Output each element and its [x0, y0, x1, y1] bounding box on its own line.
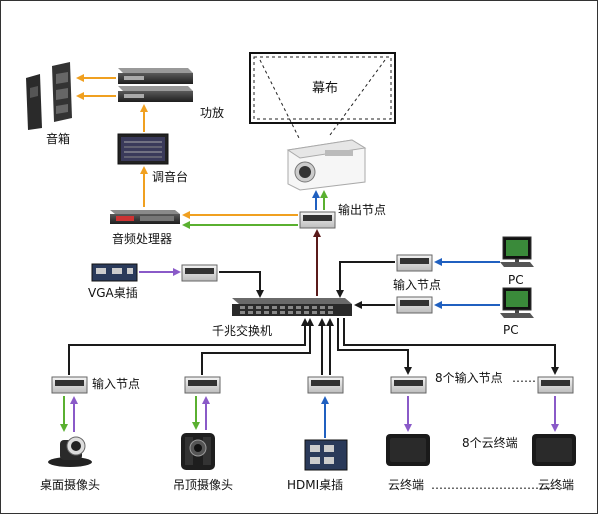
hdmi-desk-icon [304, 439, 348, 471]
input-node-left-label: 输入节点 [92, 376, 140, 391]
cloud-terminal-2-label: 云终端 [538, 477, 574, 492]
cloud-terminal-1-icon [386, 434, 430, 466]
eight-cloud-terminals-label: 8个云终端 [462, 435, 518, 450]
vga-node-to-switch [219, 271, 264, 298]
pc2-label: PC [503, 323, 519, 337]
audio-processor-icon [110, 210, 180, 224]
ceiling-camera-icon [181, 433, 215, 470]
ceiling-cam-node-to-switch [201, 318, 314, 375]
mixer-icon [117, 133, 169, 165]
vga-node-icon [181, 264, 218, 282]
input-node-ceiling-camera-icon [184, 376, 221, 394]
input-node-desk-camera-icon [51, 376, 88, 394]
pc2-icon [500, 287, 534, 318]
cloud-terminal-1-label: 云终端 [388, 477, 424, 492]
desk-camera-icon [48, 436, 92, 467]
desk-cam-node-to-switch [68, 318, 309, 375]
pc1-node-to-switch [336, 261, 395, 298]
output-node-icon [299, 211, 336, 229]
dots-terminals: …………………………… [431, 478, 563, 492]
pc1-label: PC [508, 273, 524, 287]
input-node-top-label: 输入节点 [393, 277, 441, 292]
amplifier-label: 功放 [200, 105, 224, 120]
pc1-icon [500, 236, 534, 267]
amplifier-icon [118, 68, 193, 102]
projector-icon [286, 139, 367, 191]
speakers-label: 音箱 [46, 131, 70, 146]
switch-to-cloud1-node [337, 318, 412, 375]
output-node-label: 输出节点 [338, 202, 386, 217]
eight-input-nodes-label: 8个输入节点 [435, 370, 503, 385]
ceiling-camera-label: 吊顶摄像头 [173, 477, 233, 492]
switch-to-cloud8-node [343, 318, 559, 375]
switch-label: 千兆交换机 [212, 323, 272, 338]
desk-camera-label: 桌面摄像头 [40, 477, 100, 492]
vga-desk-icon [91, 263, 138, 282]
hdmi-desk-label: HDMI桌插 [287, 478, 343, 492]
input-node-pc2-icon [396, 296, 433, 314]
input-node-hdmi-icon [307, 376, 344, 394]
dots-inputs: …… [512, 371, 536, 385]
screen-label: 幕布 [312, 81, 338, 96]
mixer-label: 调音台 [152, 169, 188, 184]
vga-desk-label: VGA桌插 [88, 286, 138, 300]
projection-screen [249, 52, 396, 141]
audio-processor-label: 音频处理器 [112, 231, 172, 246]
cloud-terminal-8-icon [532, 434, 576, 466]
speakers-icon [26, 62, 72, 130]
gigabit-switch-icon [232, 298, 352, 316]
input-node-cloud8-icon [537, 376, 574, 394]
input-node-pc1-icon [396, 254, 433, 272]
input-node-cloud1-icon [390, 376, 427, 394]
